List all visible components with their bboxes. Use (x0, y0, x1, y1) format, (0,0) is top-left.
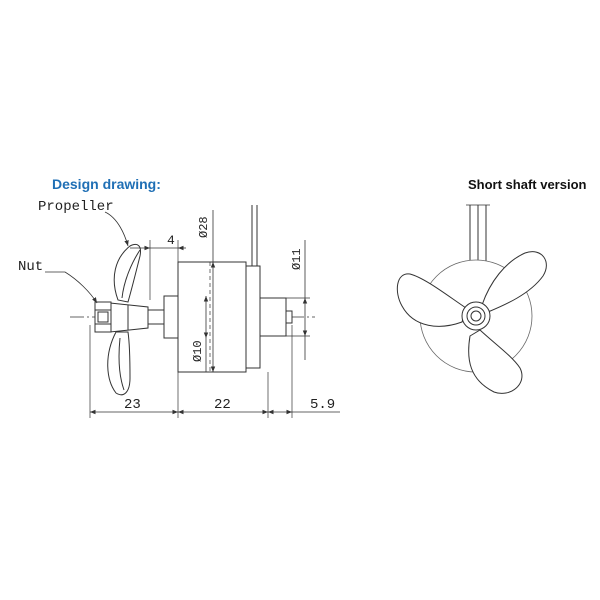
propeller-leader (104, 211, 129, 247)
nut-leader (45, 271, 98, 304)
dim-23-label: 23 (124, 397, 141, 413)
dim-d28-label: Ø28 (197, 216, 211, 238)
motor-body (177, 261, 247, 373)
propeller-blades (107, 243, 141, 396)
design-drawing-heading: Design drawing: (52, 176, 161, 192)
dim-d11-label: Ø11 (290, 248, 304, 270)
front-boss (163, 295, 179, 339)
propeller-hub (109, 302, 149, 333)
rear-boss (259, 297, 287, 337)
dim-d10-label: Ø10 (191, 340, 205, 362)
dim-22-label: 22 (214, 397, 231, 413)
dim-5-9-label: 5.9 (310, 397, 335, 413)
side-view (45, 205, 340, 418)
front-shaft (147, 309, 165, 325)
end-cap (245, 265, 261, 369)
dim-4-label: 4 (167, 233, 175, 248)
nut-label: Nut (18, 259, 43, 275)
nut (94, 301, 112, 333)
rear-shaft (285, 310, 293, 324)
propeller-label: Propeller (38, 199, 114, 215)
three-blade-propeller-icon (396, 204, 547, 394)
short-shaft-heading: Short shaft version (468, 177, 587, 192)
